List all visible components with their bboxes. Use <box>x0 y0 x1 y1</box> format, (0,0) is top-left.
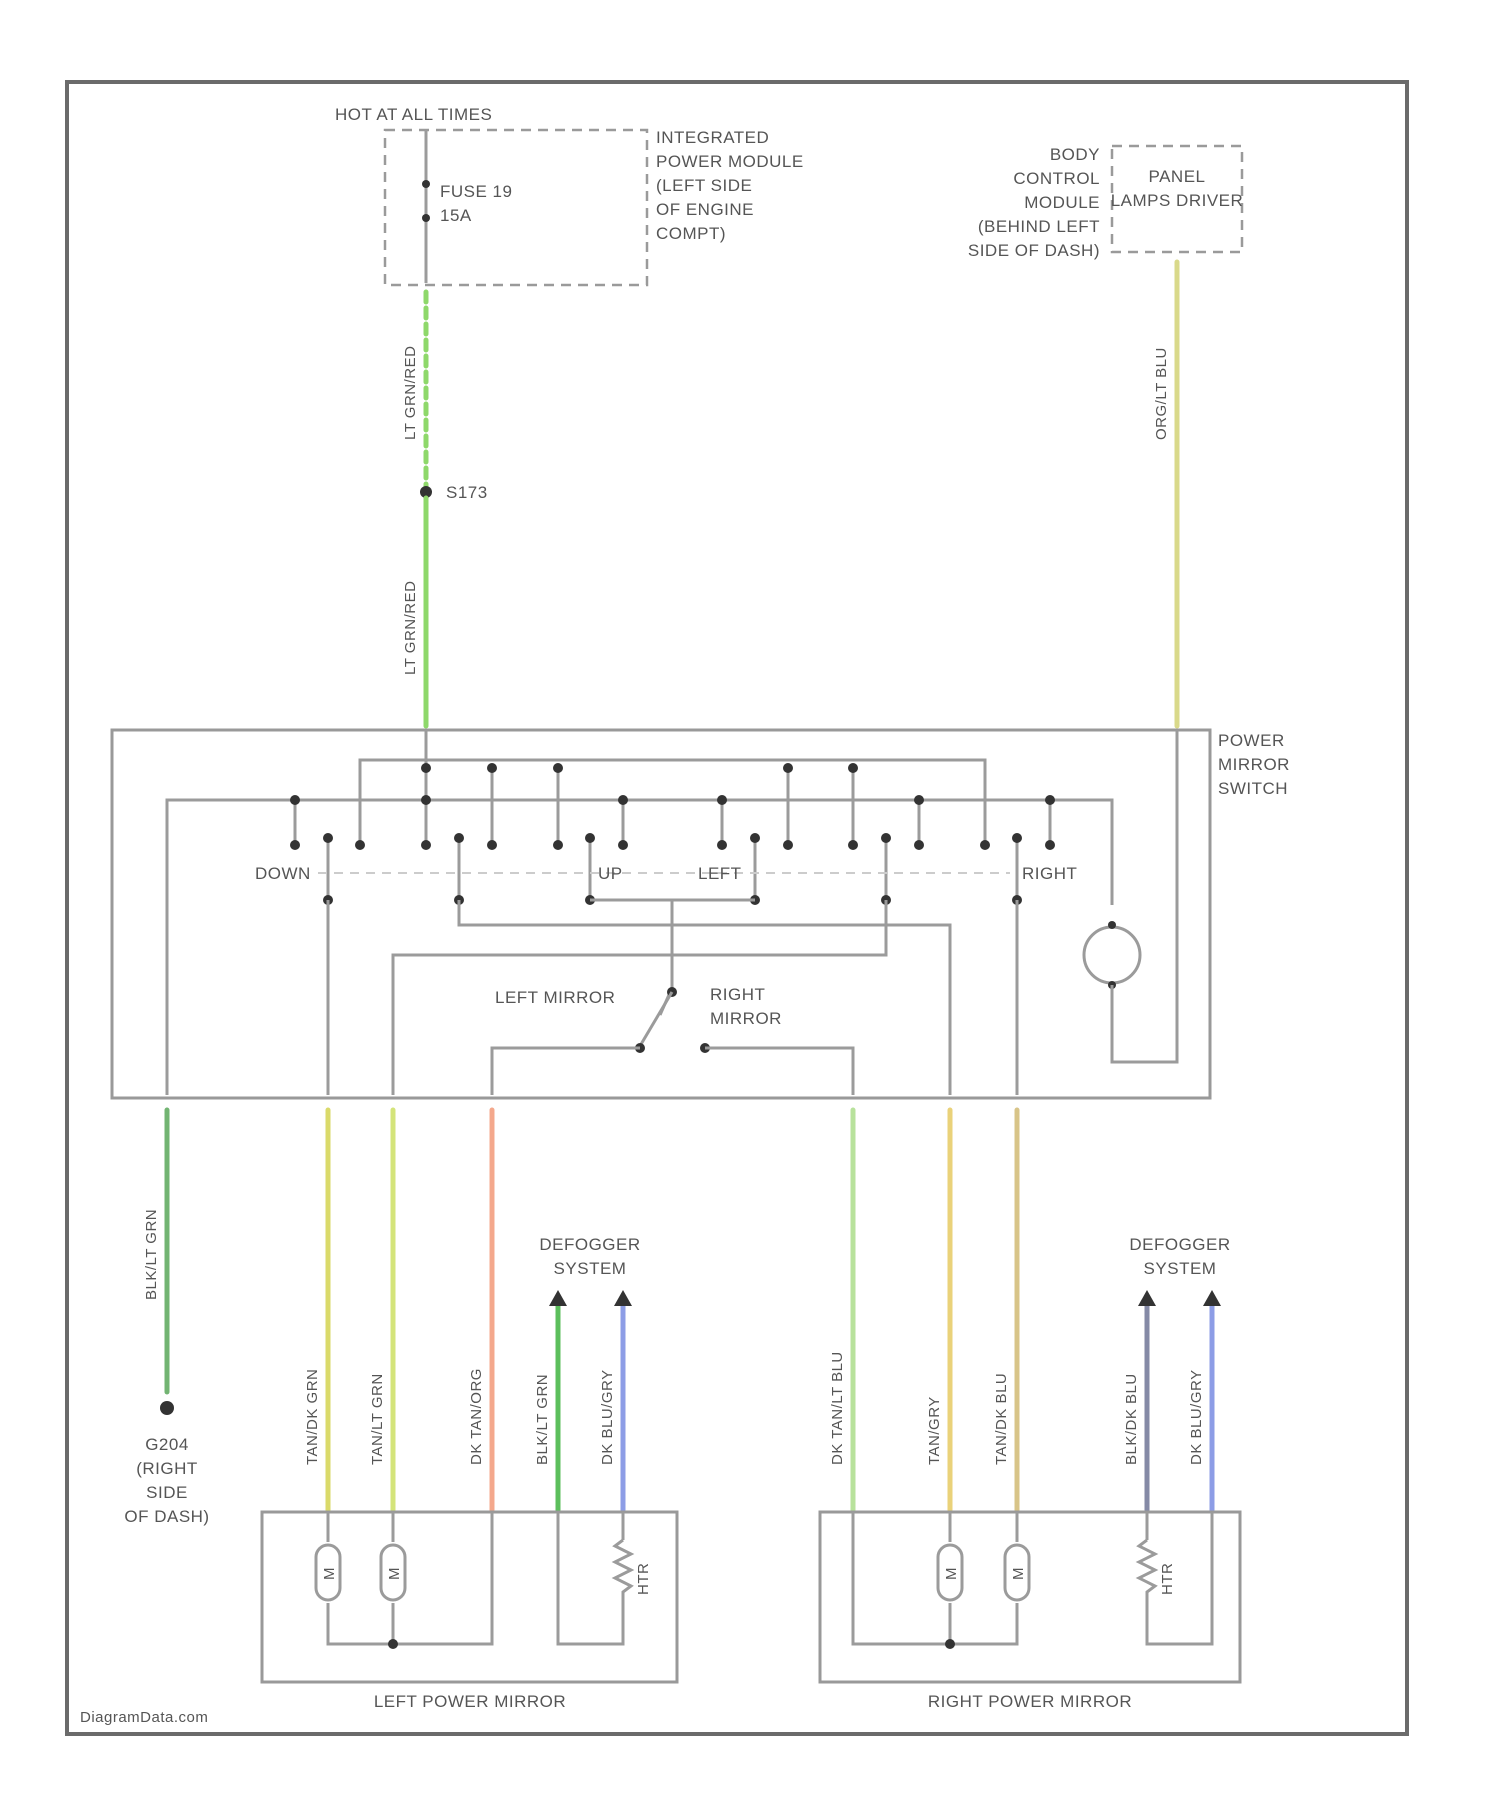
switch-contact-dots <box>290 763 1055 905</box>
left-mirror-internals <box>328 1512 623 1649</box>
switch-busbar-upper <box>360 760 985 770</box>
svg-text:HTR: HTR <box>1159 1563 1176 1595</box>
watermark: DiagramData.com <box>80 1709 208 1726</box>
svg-text:OF ENGINE: OF ENGINE <box>656 200 754 219</box>
svg-text:CONTROL: CONTROL <box>1013 169 1100 188</box>
panel-lamps-driver-label: PANEL LAMPS DRIVER <box>1111 167 1244 210</box>
integrated-power-module-label: INTEGRATED POWER MODULE (LEFT SIDE OF EN… <box>656 128 804 243</box>
svg-text:OF DASH): OF DASH) <box>124 1507 209 1526</box>
right-defogger-arrow-2 <box>1203 1290 1221 1306</box>
left-power-mirror-box <box>262 1512 677 1682</box>
svg-text:RIGHT: RIGHT <box>710 985 765 1004</box>
right-wire-3-label: TAN/DK BLU <box>993 1373 1010 1465</box>
right-mirror-heater: HTR <box>1139 1540 1176 1612</box>
svg-text:POWER MODULE: POWER MODULE <box>656 152 804 171</box>
left-defogger-arrow-1 <box>549 1290 567 1306</box>
svg-text:COMPT): COMPT) <box>656 224 726 243</box>
svg-text:SYSTEM: SYSTEM <box>554 1259 627 1278</box>
left-defogger-arrow-2 <box>614 1290 632 1306</box>
svg-text:MODULE: MODULE <box>1024 193 1100 212</box>
svg-text:INTEGRATED: INTEGRATED <box>656 128 769 147</box>
switch-position-down: DOWN <box>255 864 311 883</box>
right-wire-1-label: DK TAN/LT BLU <box>829 1351 846 1465</box>
right-wire-5-label: DK BLU/GRY <box>1188 1369 1205 1465</box>
right-mirror-motor-2: M <box>1005 1545 1029 1600</box>
fuse-label: FUSE 19 15A <box>440 182 512 225</box>
fuse-terminal-top <box>422 180 430 188</box>
svg-text:SIDE OF DASH): SIDE OF DASH) <box>968 241 1100 260</box>
svg-text:SYSTEM: SYSTEM <box>1144 1259 1217 1278</box>
svg-text:DEFOGGER: DEFOGGER <box>539 1235 640 1254</box>
left-wire-2-label: TAN/LT GRN <box>369 1373 386 1465</box>
selector-left-output <box>492 1048 640 1095</box>
svg-text:SWITCH: SWITCH <box>1218 779 1288 798</box>
right-defogger-label: DEFOGGER SYSTEM <box>1129 1235 1230 1278</box>
svg-text:BODY: BODY <box>1050 145 1100 164</box>
right-defogger-arrow-1 <box>1138 1290 1156 1306</box>
switch-contacts <box>295 768 1050 900</box>
power-mirror-switch-label: POWER MIRROR SWITCH <box>1218 731 1290 798</box>
svg-text:M: M <box>386 1567 403 1580</box>
right-mirror-motor-1: M <box>938 1545 962 1600</box>
svg-text:M: M <box>1010 1567 1027 1580</box>
left-mirror-motor-2: M <box>381 1545 405 1600</box>
svg-text:(LEFT SIDE: (LEFT SIDE <box>656 176 752 195</box>
svg-text:M: M <box>943 1567 960 1580</box>
switch-position-right: RIGHT <box>1022 864 1077 883</box>
integrated-power-module-box <box>385 130 647 285</box>
selector-blade <box>640 992 672 1046</box>
diagram-frame <box>67 82 1407 1734</box>
switch-illumination-lamp <box>1084 927 1140 983</box>
svg-text:FUSE 19: FUSE 19 <box>440 182 512 201</box>
power-mirror-switch-box <box>112 730 1210 1098</box>
right-wire-4-label: BLK/DK BLU <box>1123 1373 1140 1465</box>
svg-text:LAMPS DRIVER: LAMPS DRIVER <box>1111 191 1244 210</box>
svg-text:MIRROR: MIRROR <box>1218 755 1290 774</box>
svg-text:POWER: POWER <box>1218 731 1285 750</box>
svg-text:15A: 15A <box>440 206 472 225</box>
svg-text:(BEHIND LEFT: (BEHIND LEFT <box>978 217 1100 236</box>
switch-position-left: LEFT <box>698 864 742 883</box>
left-wire-3-label: DK TAN/ORG <box>468 1368 485 1465</box>
supply-wire-lower-label: LT GRN/RED <box>402 581 419 675</box>
ground-g204 <box>160 1401 174 1415</box>
ground-wire-label: BLK/LT GRN <box>143 1209 160 1300</box>
svg-text:(RIGHT: (RIGHT <box>136 1459 198 1478</box>
right-power-mirror-box <box>820 1512 1240 1682</box>
svg-text:M: M <box>321 1567 338 1580</box>
svg-text:PANEL: PANEL <box>1149 167 1206 186</box>
splice-label: S173 <box>446 483 488 502</box>
ground-label: G204 (RIGHT SIDE OF DASH) <box>124 1435 209 1526</box>
selector-right-output <box>705 1048 853 1095</box>
illumination-wire-label: ORG/LT BLU <box>1153 347 1170 440</box>
left-wire-4-label: BLK/LT GRN <box>534 1374 551 1465</box>
svg-text:MIRROR: MIRROR <box>710 1009 782 1028</box>
supply-wire-upper-label: LT GRN/RED <box>402 346 419 440</box>
right-wire-2-label: TAN/GRY <box>926 1396 943 1465</box>
switch-bus-left-leg <box>393 900 886 1095</box>
selector-left-mirror-label: LEFT MIRROR <box>495 988 615 1007</box>
left-mirror-motor-1: M <box>316 1545 340 1600</box>
fuse-terminal-bottom <box>422 214 430 222</box>
left-wire-1-label: TAN/DK GRN <box>304 1369 321 1465</box>
left-power-mirror-label: LEFT POWER MIRROR <box>374 1692 566 1711</box>
right-power-mirror-label: RIGHT POWER MIRROR <box>928 1692 1132 1711</box>
selector-right-mirror-label: RIGHT MIRROR <box>710 985 782 1028</box>
left-wire-5-label: DK BLU/GRY <box>599 1369 616 1465</box>
svg-text:SIDE: SIDE <box>146 1483 188 1502</box>
svg-text:DEFOGGER: DEFOGGER <box>1129 1235 1230 1254</box>
left-mirror-heater: HTR <box>615 1540 652 1612</box>
svg-text:G204: G204 <box>145 1435 189 1454</box>
lamp-to-illumination-wire <box>1112 730 1177 1062</box>
body-control-module-label: BODY CONTROL MODULE (BEHIND LEFT SIDE OF… <box>968 145 1100 260</box>
left-defogger-label: DEFOGGER SYSTEM <box>539 1235 640 1278</box>
hot-at-all-times-label: HOT AT ALL TIMES <box>335 105 492 124</box>
switch-position-up: UP <box>598 864 623 883</box>
svg-text:HTR: HTR <box>635 1563 652 1595</box>
